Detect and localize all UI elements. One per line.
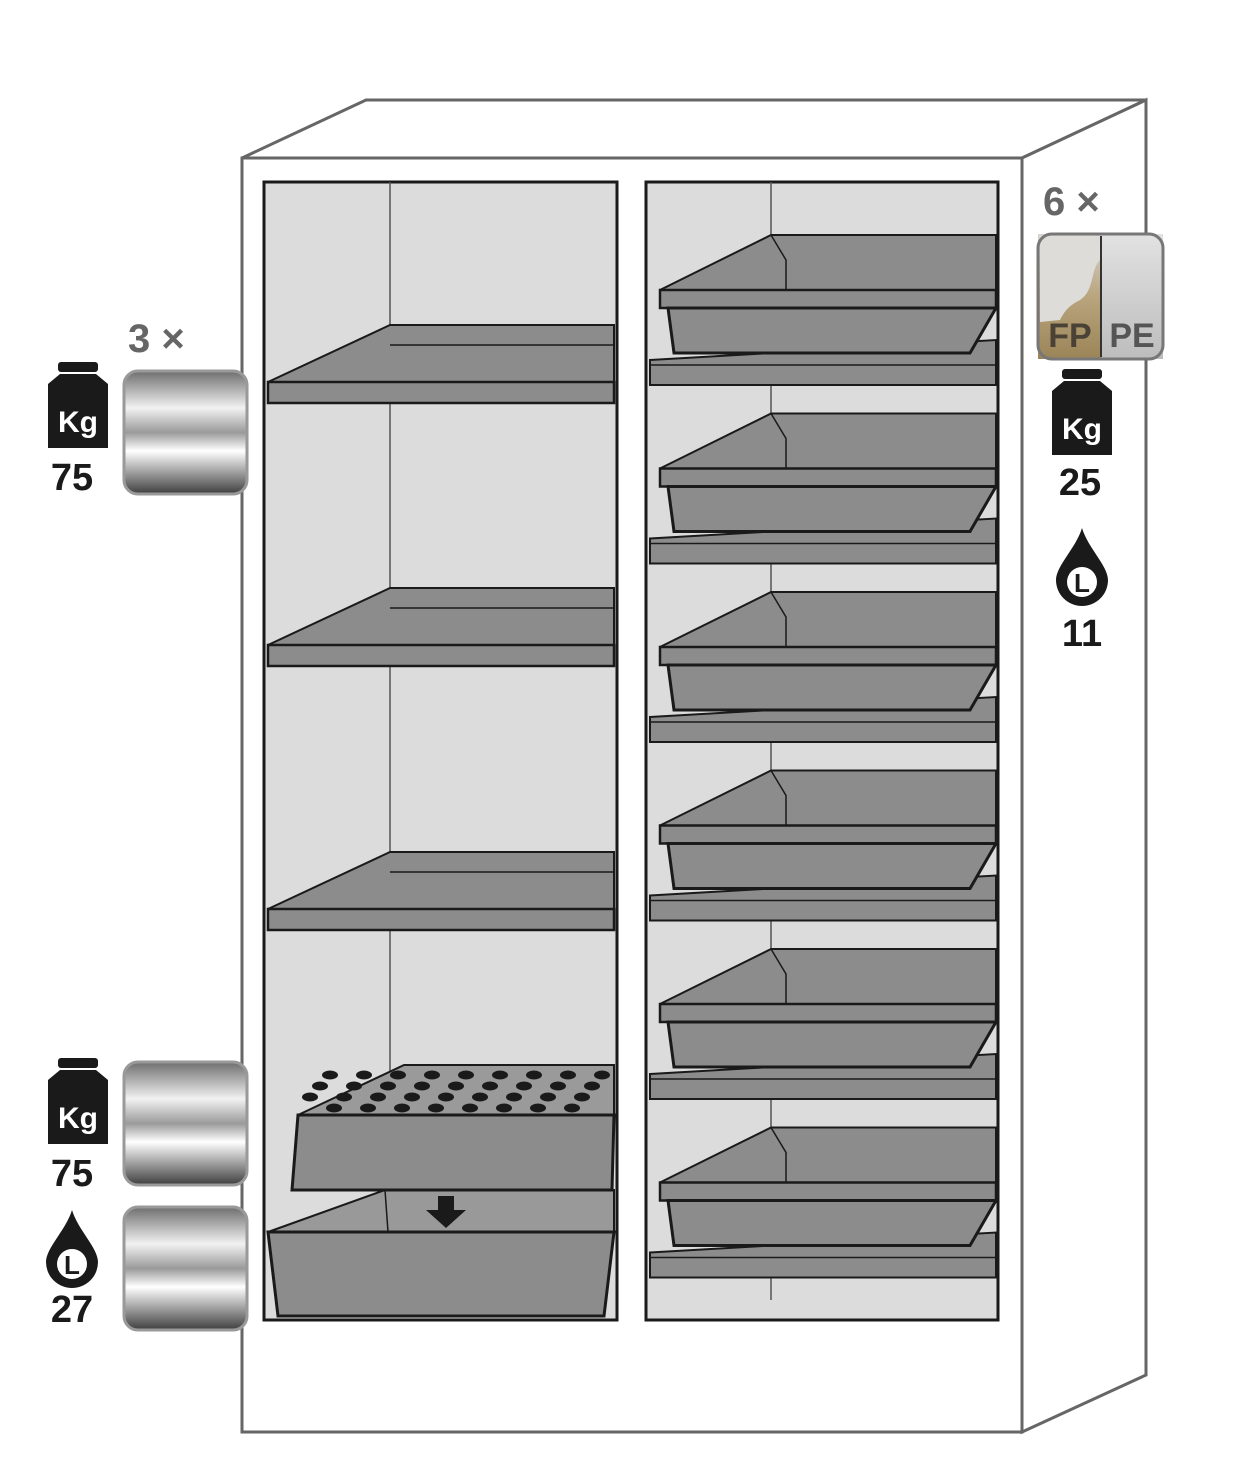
drip-tray — [649, 591, 999, 743]
drip-tray — [649, 412, 999, 565]
hole — [322, 1070, 338, 1080]
steel-swatch — [122, 1205, 249, 1332]
svg-text:Kg: Kg — [1062, 413, 1102, 446]
hole — [482, 1081, 498, 1091]
svg-text:L: L — [1074, 568, 1090, 598]
hole — [394, 1103, 410, 1113]
tray-count: 6 × — [1043, 180, 1100, 224]
hole — [448, 1081, 464, 1091]
hole — [530, 1103, 546, 1113]
hole — [326, 1103, 342, 1113]
hole — [458, 1070, 474, 1080]
hole — [594, 1070, 610, 1080]
steel-swatch — [122, 1060, 249, 1187]
hole — [564, 1103, 580, 1113]
drip-tray — [649, 948, 999, 1100]
perforated-insert — [290, 1064, 616, 1192]
sump-load: 75 — [51, 1153, 93, 1195]
weight-icon: Kg — [1052, 369, 1112, 455]
hole — [302, 1092, 318, 1102]
svg-text:Kg: Kg — [58, 406, 98, 439]
svg-text:Kg: Kg — [58, 1102, 98, 1135]
left-shelf-count: 3 × — [128, 317, 185, 361]
drip-tray — [649, 1126, 999, 1279]
drip-tray — [649, 769, 999, 922]
hole — [438, 1092, 454, 1102]
hole — [496, 1103, 512, 1113]
hole — [370, 1092, 386, 1102]
left-shelf-load: 75 — [51, 457, 93, 499]
shelf — [266, 587, 616, 668]
hole — [472, 1092, 488, 1102]
weight-icon: Kg — [48, 1058, 108, 1144]
hole — [360, 1103, 376, 1113]
drip-tray — [649, 234, 999, 386]
hole — [346, 1081, 362, 1091]
steel-swatch — [122, 369, 249, 496]
hole — [336, 1092, 352, 1102]
hole — [560, 1070, 576, 1080]
weight-icon: Kg — [48, 362, 108, 448]
hole — [574, 1092, 590, 1102]
hole — [516, 1081, 532, 1091]
material-fp: FP — [1048, 317, 1091, 355]
hole — [462, 1103, 478, 1113]
hole — [428, 1103, 444, 1113]
tray-volume: 11 — [1062, 613, 1102, 655]
hole — [390, 1070, 406, 1080]
hole — [414, 1081, 430, 1091]
shelf — [266, 851, 616, 932]
shelf — [266, 324, 616, 405]
arrow-down-icon — [426, 1196, 466, 1228]
hole — [380, 1081, 396, 1091]
cabinet-top — [241, 98, 1147, 160]
material-swatch: FP PE — [1036, 232, 1165, 361]
hole — [526, 1070, 542, 1080]
svg-text:L: L — [64, 1250, 80, 1280]
hole — [540, 1092, 556, 1102]
droplet-icon: L — [1056, 528, 1108, 606]
hole — [312, 1081, 328, 1091]
hole — [356, 1070, 372, 1080]
hole — [404, 1092, 420, 1102]
material-pe: PE — [1109, 317, 1154, 355]
droplet-icon: L — [46, 1210, 98, 1288]
sump-volume: 27 — [51, 1289, 93, 1331]
hole — [506, 1092, 522, 1102]
hole — [492, 1070, 508, 1080]
hole — [424, 1070, 440, 1080]
hole — [550, 1081, 566, 1091]
hole — [584, 1081, 600, 1091]
tray-load: 25 — [1059, 462, 1101, 504]
